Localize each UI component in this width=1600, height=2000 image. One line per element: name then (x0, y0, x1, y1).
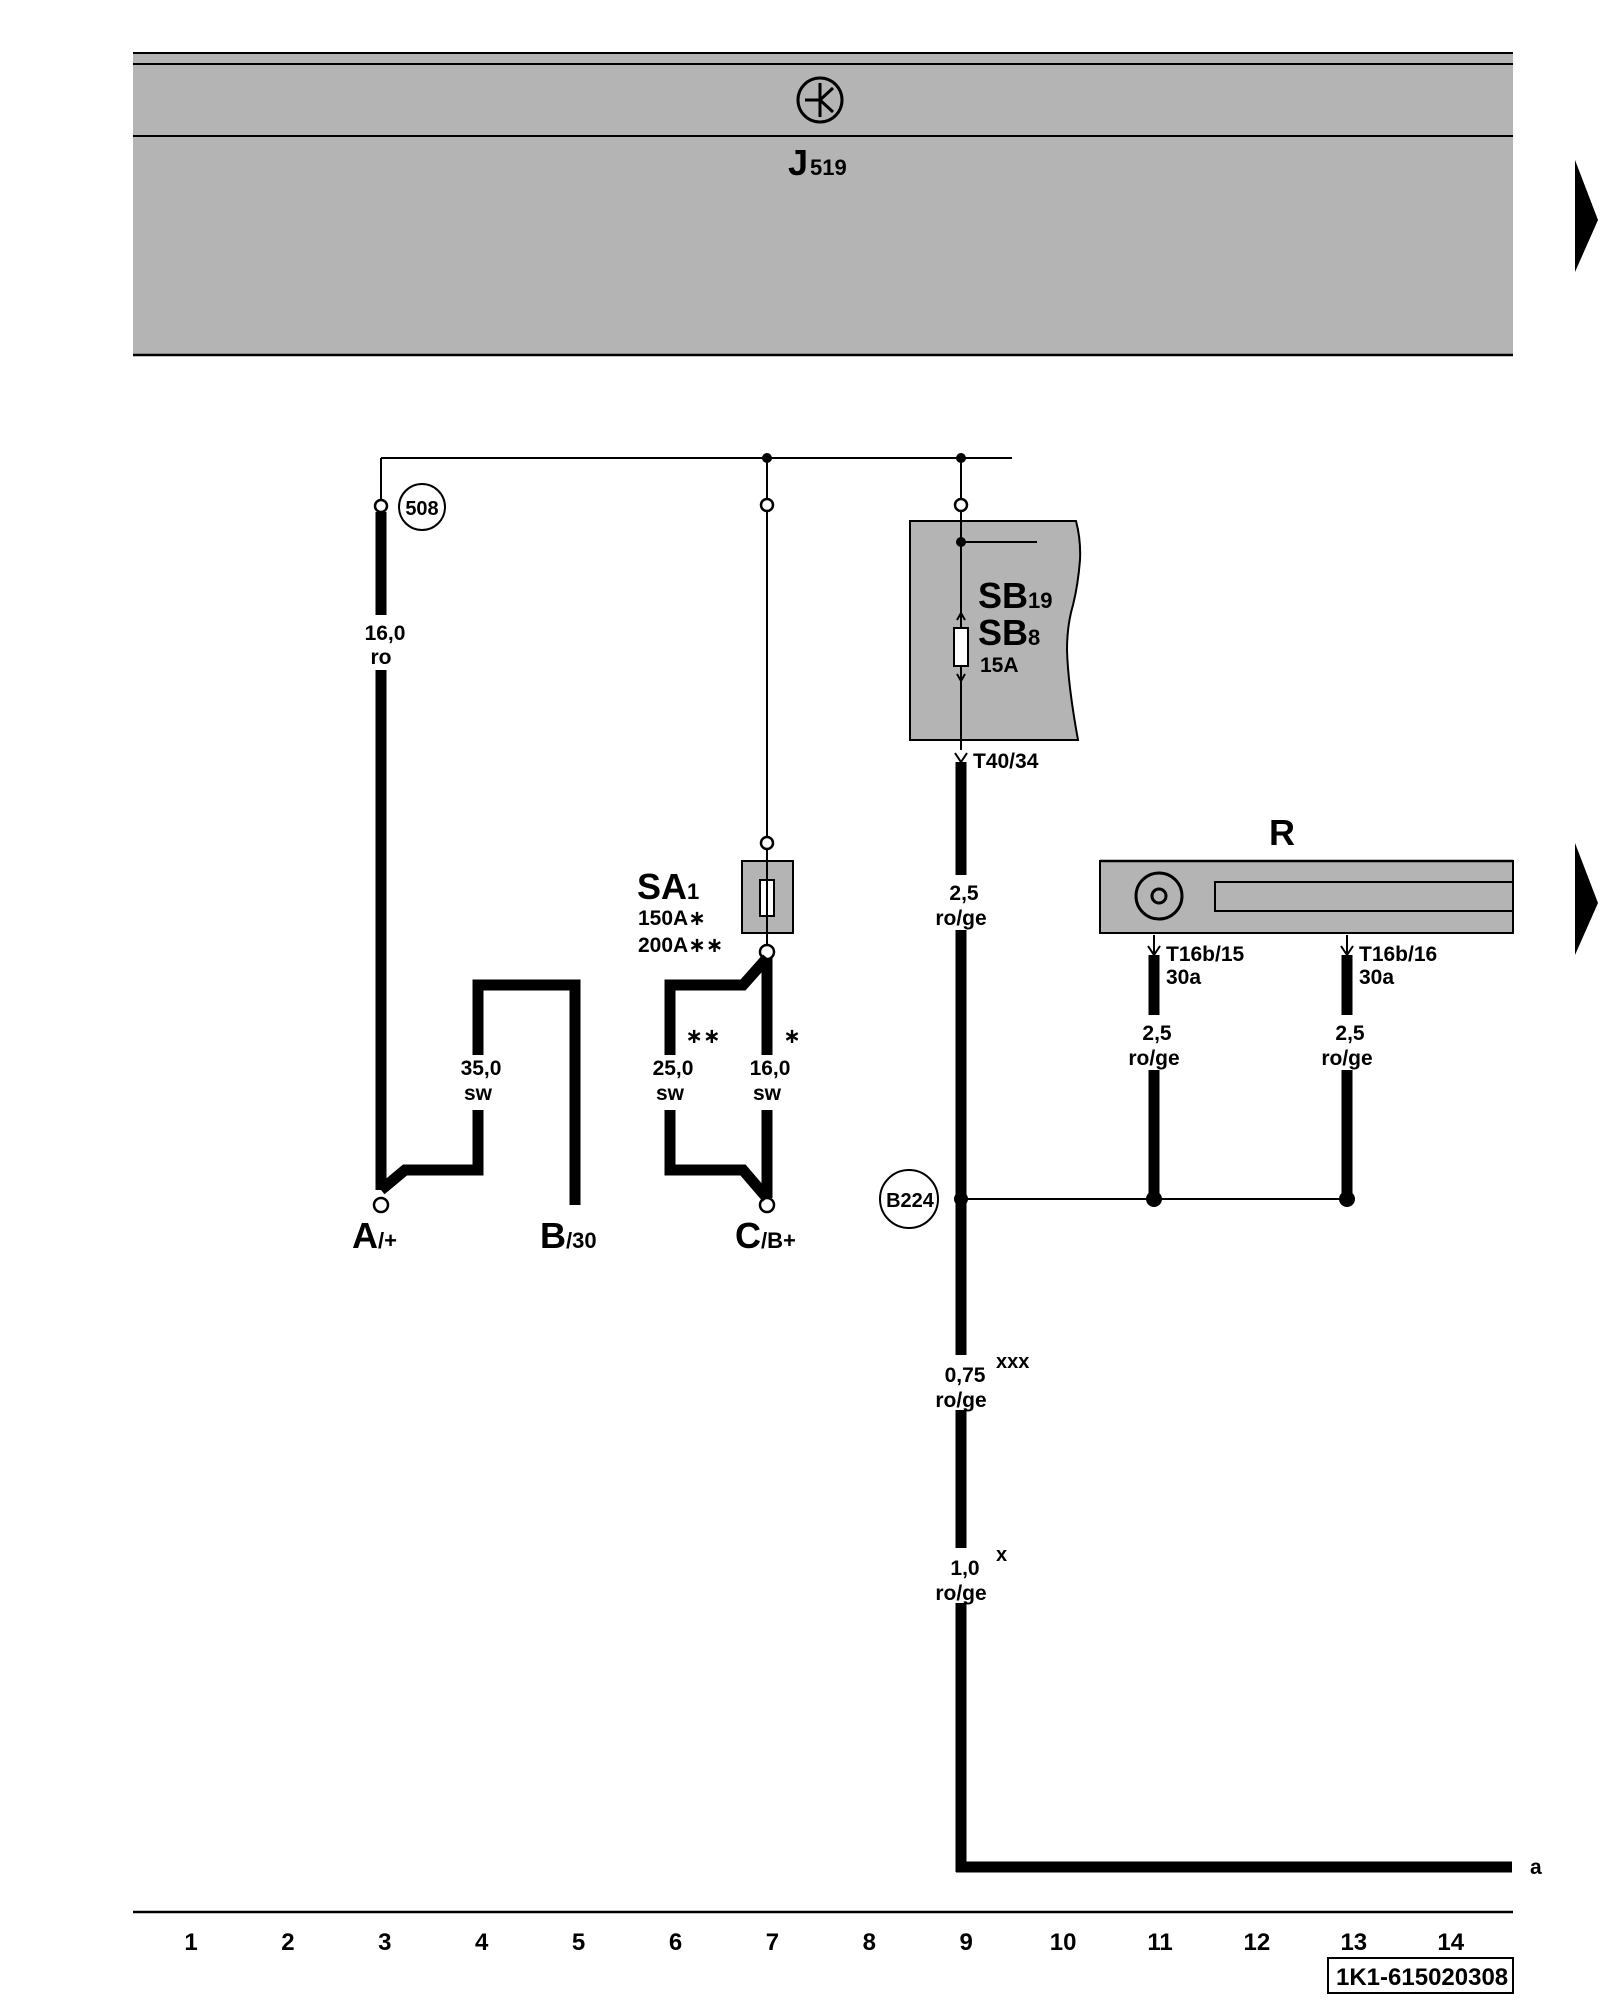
column-number: 4 (475, 1929, 489, 1956)
control-unit-icon (796, 76, 844, 124)
svg-text:B224: B224 (886, 1190, 935, 1212)
wire-label-color: sw (464, 1082, 493, 1105)
wire-label-size: 1,0 (950, 1557, 979, 1580)
wire-mark: ∗∗ (685, 1025, 720, 1048)
column-number: 8 (863, 1929, 876, 1956)
wire-label-color: sw (753, 1082, 782, 1105)
fuse-sb8-label: SB8 (978, 612, 1040, 653)
wire-label-color: ro/ge (1128, 1047, 1179, 1070)
pin-label: 30a (1359, 966, 1394, 989)
radio-unit (1099, 859, 1514, 934)
control-unit-label: J519 (788, 142, 847, 183)
wire-label-size: 2,5 (1142, 1022, 1172, 1045)
terminal-a-label: A/+ (352, 1215, 397, 1256)
continue-arrow-icon (1575, 843, 1598, 955)
header-band: J519 (133, 52, 1513, 357)
drawing-code: 1K1-615020308 (1327, 1957, 1514, 1994)
fuse-sa1-rating: 200A∗∗ (638, 934, 723, 957)
fuse-sb-rating: 15A (980, 654, 1019, 677)
connector-label: T40/34 (973, 750, 1039, 773)
wire-mark: xxx (996, 1351, 1029, 1373)
wire-mark: x (996, 1544, 1007, 1566)
wire-label-size: 16,0 (750, 1057, 791, 1080)
column-number: 6 (669, 1929, 682, 1956)
pin-label: T16b/16 (1359, 943, 1437, 966)
column-number: 3 (378, 1929, 391, 1956)
terminal-c-label: C/B+ (735, 1215, 796, 1256)
column-number: 13 (1340, 1929, 1367, 1956)
connector-b224: B224 (879, 1169, 939, 1229)
column-number: 2 (281, 1929, 294, 1956)
column-number: 5 (572, 1929, 585, 1956)
fuse-sa1-rating: 150A∗ (638, 907, 706, 930)
wire-label-color: ro/ge (1321, 1047, 1372, 1070)
column-number: 11 (1147, 1929, 1172, 1956)
column-number: 14 (1437, 1929, 1464, 1956)
wire-label-size: 16,0 (365, 622, 406, 645)
wire-mark: ∗ (783, 1025, 801, 1048)
pin-label: T16b/15 (1166, 943, 1245, 966)
wire-label-color: ro (371, 646, 392, 669)
fuse-sa1 (741, 849, 794, 949)
continue-arrow-icon (1575, 160, 1598, 272)
terminal-b-label: B/30 (540, 1215, 597, 1256)
column-number: 9 (960, 1929, 973, 1956)
fuse-sa1-label: SA1 (637, 866, 699, 907)
radio-speaker-icon (1134, 871, 1184, 921)
fuse-sb19-label: SB19 (978, 575, 1053, 616)
wire-label-color: sw (656, 1082, 685, 1105)
wire-label-color: ro/ge (935, 1389, 986, 1412)
column-number: 12 (1244, 1929, 1271, 1956)
radio-label: R (1269, 812, 1295, 853)
column-number: 1 (184, 1929, 197, 1956)
wire-label-size: 2,5 (949, 882, 979, 905)
pin-label: 30a (1166, 966, 1201, 989)
ground-point-508: 508 (398, 483, 446, 531)
wire-label-size: 35,0 (461, 1057, 502, 1080)
top-bus (380, 453, 1012, 505)
wire-label-color: ro/ge (935, 1582, 986, 1605)
svg-text:508: 508 (405, 498, 438, 520)
continuation-label: a (1530, 1856, 1542, 1879)
wire-label-size: 25,0 (653, 1057, 694, 1080)
wire-label-size: 0,75 (945, 1364, 986, 1387)
wire-label-size: 2,5 (1335, 1022, 1365, 1045)
fuse-box-sb (909, 511, 1082, 750)
svg-text:1K1-615020308: 1K1-615020308 (1336, 1964, 1508, 1991)
column-number: 7 (766, 1929, 779, 1956)
column-number: 10 (1050, 1929, 1077, 1956)
wire-label-color: ro/ge (935, 907, 986, 930)
